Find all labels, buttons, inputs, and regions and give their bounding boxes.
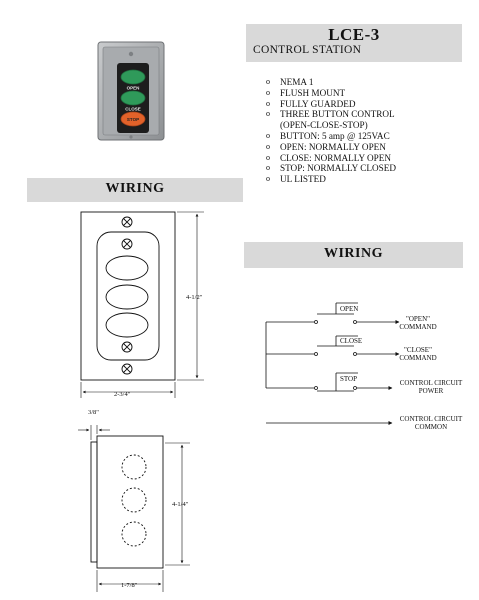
screw-icon: [121, 216, 133, 228]
bullet-icon: o: [266, 109, 270, 119]
screw-icon: [121, 341, 133, 353]
stop-switch-label: STOP: [340, 375, 357, 383]
common-line1: CONTROL CIRCUIT: [400, 415, 463, 423]
photo-close-label: CLOSE: [125, 107, 141, 112]
product-title: LCE-3: [328, 25, 380, 44]
front-plate: [80, 211, 176, 381]
product-subtitle: CONTROL STATION: [253, 44, 362, 56]
spec-item-continuation: (OPEN-CLOSE-STOP): [280, 120, 368, 131]
front-width-label: 2-3/4": [114, 391, 131, 398]
common-line2: COMMON: [415, 423, 447, 431]
button-outline-dashed: [121, 521, 147, 547]
bullet-icon: o: [266, 174, 270, 184]
bullet-icon: o: [266, 130, 270, 140]
section-heading-background: [244, 242, 463, 268]
side-thickness-label: 3/8": [88, 409, 99, 416]
photo-stop-label: STOP: [127, 117, 139, 122]
button-cutout: [105, 312, 149, 338]
bullet-icon: o: [266, 152, 270, 162]
button-cutout: [105, 255, 149, 281]
button-outline-dashed: [121, 454, 147, 480]
power-line2: POWER: [419, 387, 444, 395]
bullet-icon: o: [266, 87, 270, 97]
side-depth-label: 1-7/8": [121, 582, 138, 589]
section-heading-background: [27, 178, 243, 202]
close-command-line1: "CLOSE": [404, 346, 432, 354]
section-heading-left: WIRING: [105, 181, 165, 196]
screw-icon: [121, 363, 133, 375]
front-recess: [96, 231, 160, 361]
bullet-icon: o: [266, 141, 270, 151]
bullet-icon: o: [266, 163, 270, 173]
button-outline-dashed: [121, 487, 147, 513]
control-station-photo: OPEN CLOSE STOP: [97, 41, 165, 141]
close-command-line2: COMMAND: [399, 354, 436, 362]
close-switch-label: CLOSE: [340, 337, 362, 345]
side-view-drawing: [78, 425, 190, 592]
open-switch-label: OPEN: [340, 305, 358, 313]
open-command-line1: "OPEN": [406, 315, 430, 323]
screw-icon: [121, 238, 133, 250]
bullet-icon: o: [266, 77, 270, 86]
section-heading-right: WIRING: [323, 246, 383, 261]
side-height-label: 4-1/4": [172, 501, 189, 508]
wiring-diagram: [265, 302, 400, 425]
side-flange: [90, 441, 98, 563]
side-body: [96, 435, 164, 569]
open-command-line2: COMMAND: [399, 323, 436, 331]
bullet-icon: o: [266, 98, 270, 108]
photo-open-label: OPEN: [127, 86, 140, 91]
front-view-drawing: [80, 211, 204, 398]
button-cutout: [105, 284, 149, 310]
power-line1: CONTROL CIRCUIT: [400, 379, 463, 387]
front-height-label: 4-1/2": [186, 294, 203, 301]
title-background: [246, 24, 462, 62]
